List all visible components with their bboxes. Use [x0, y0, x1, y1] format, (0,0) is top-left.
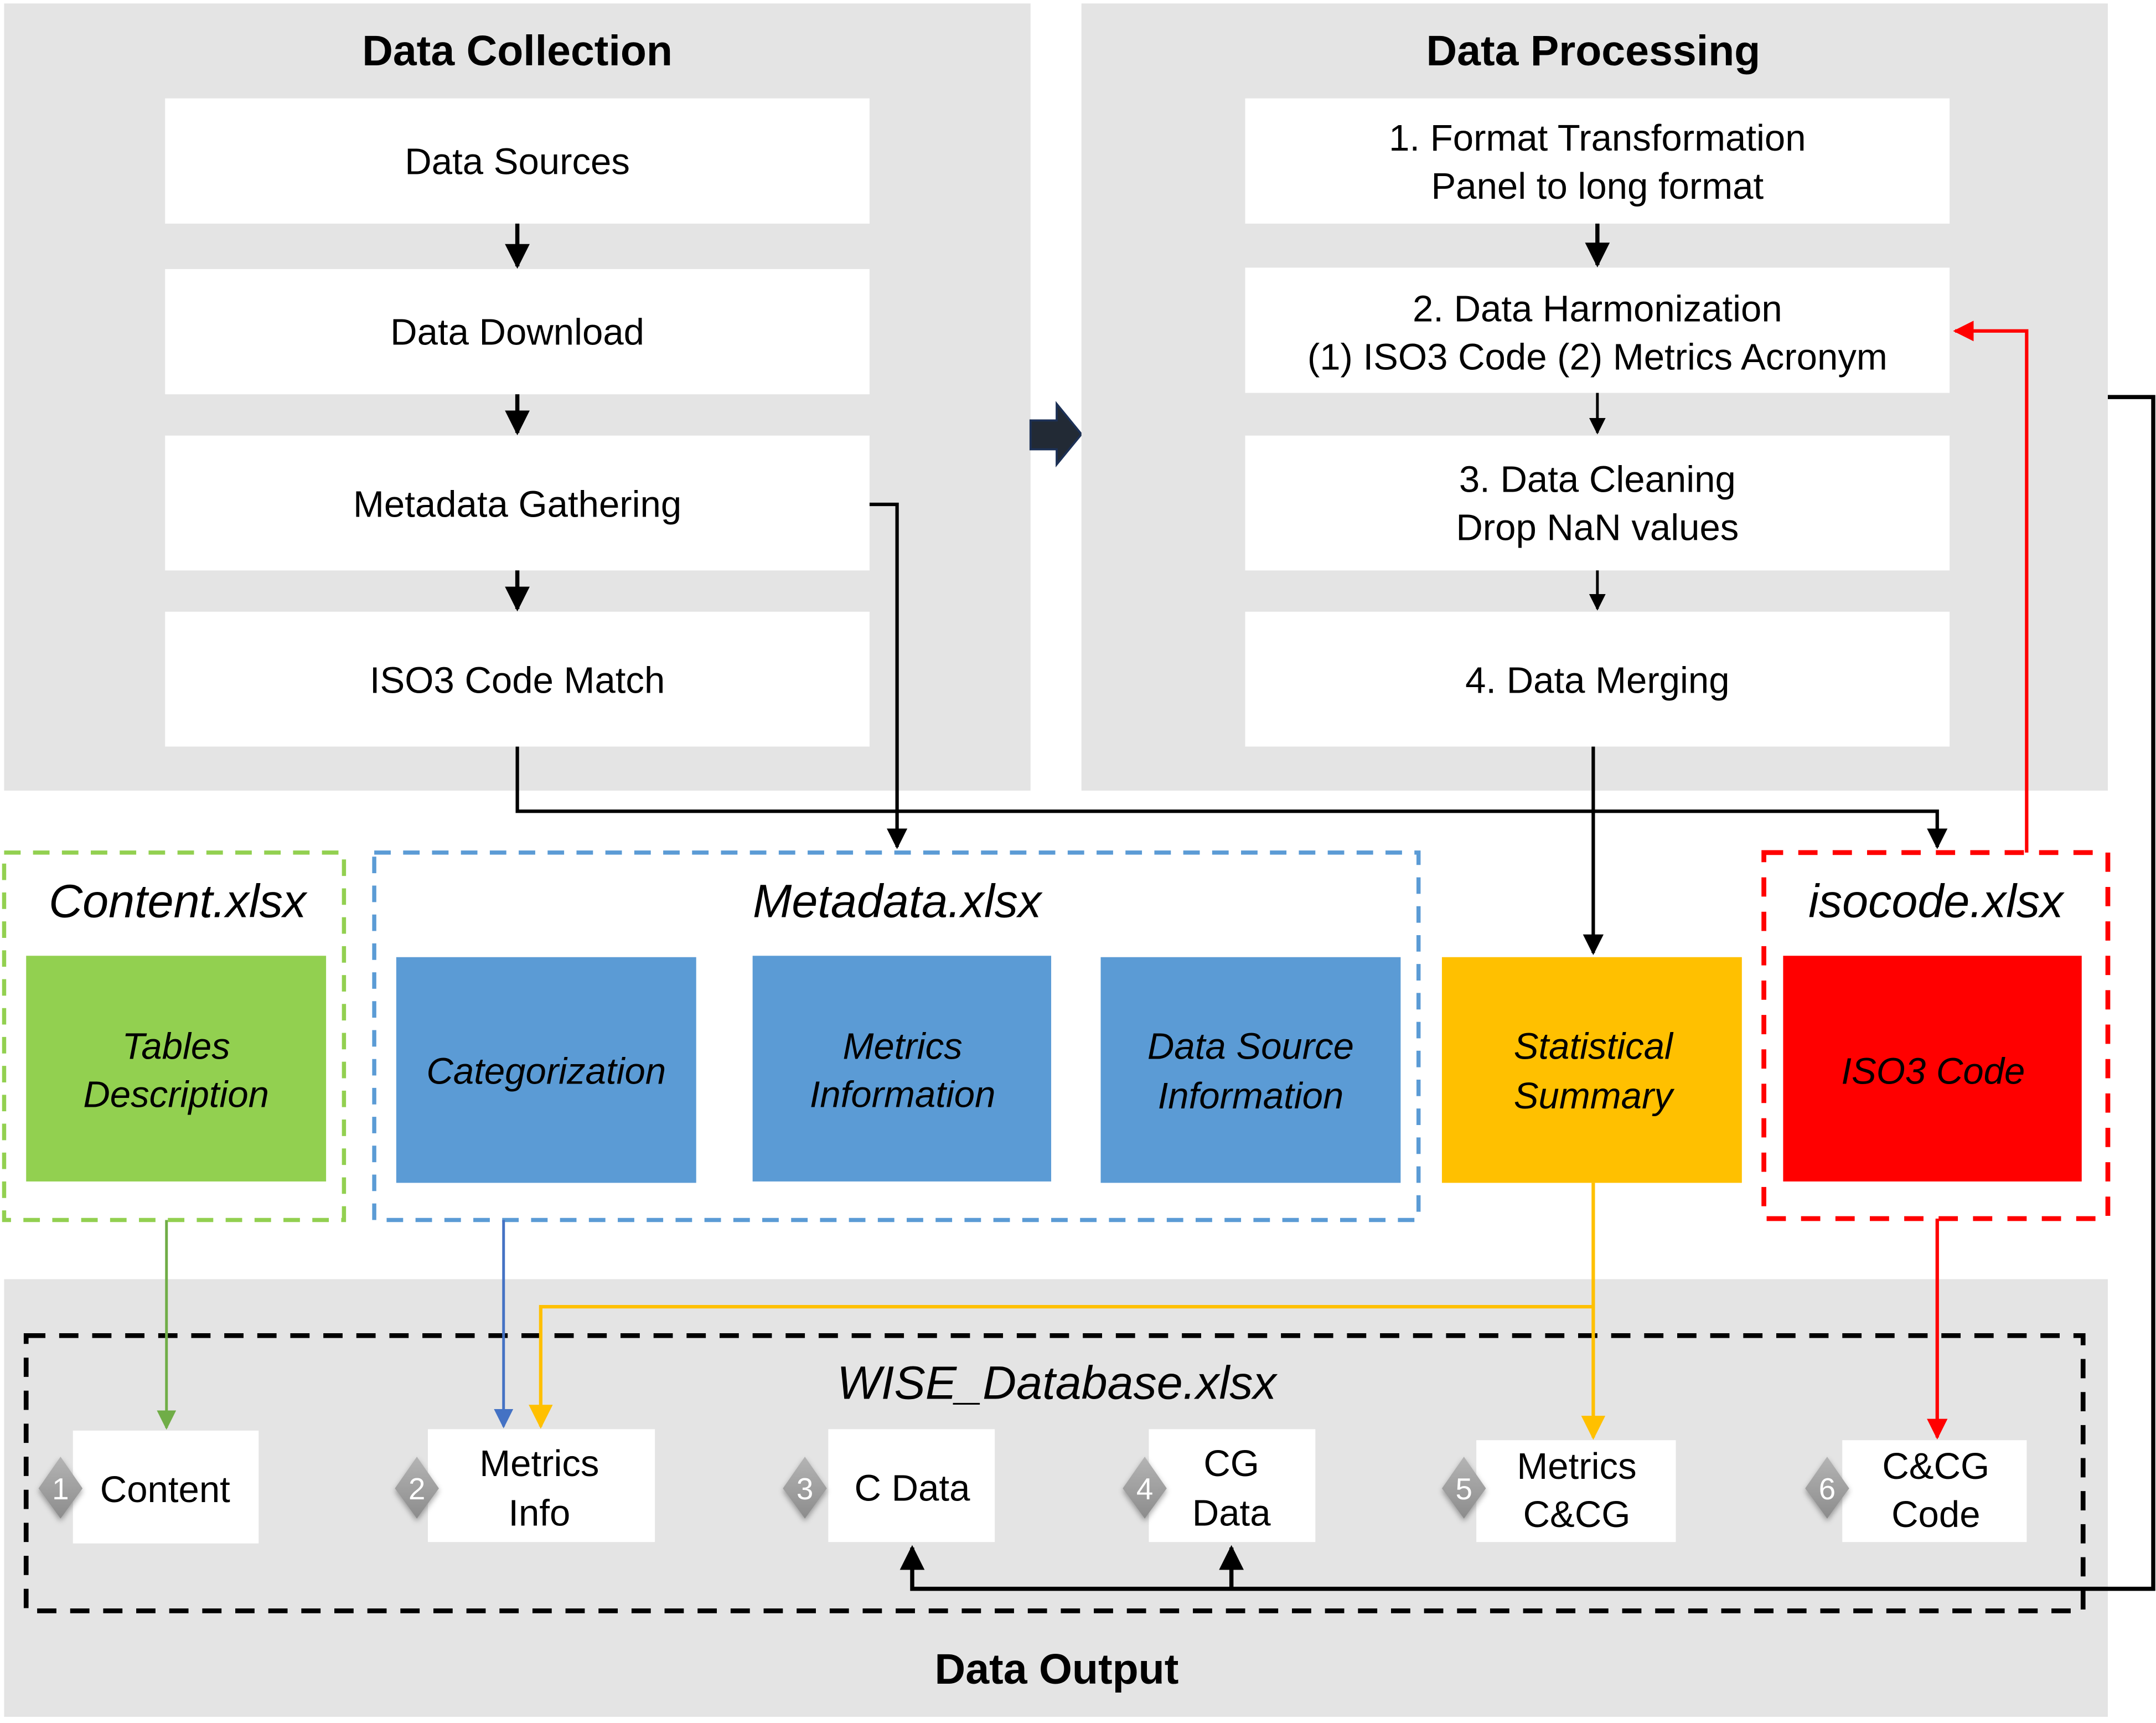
output-sheet-cg-data[interactable]: 4 CG Data — [1123, 1429, 1316, 1543]
step-box-data-cleaning[interactable] — [1245, 435, 1950, 571]
sheet-label: C Data — [855, 1468, 971, 1509]
file-name: Content.xlsx — [49, 875, 308, 927]
step-sublabel: Panel to long format — [1431, 166, 1764, 207]
step-label: ISO3 Code Match — [370, 660, 665, 701]
sheet-statistical-summary[interactable] — [1441, 957, 1742, 1183]
sheet-label: Tables — [122, 1026, 230, 1067]
step-label: Data Sources — [405, 141, 630, 182]
connector-isocode-to-harmonization — [1953, 321, 2029, 853]
badge-number: 5 — [1456, 1472, 1472, 1506]
badge-number: 2 — [409, 1472, 425, 1506]
connector-summary-to-metrics-info — [529, 1183, 1595, 1429]
right-arrow-icon — [1029, 401, 1083, 468]
sheet-label: Info — [508, 1492, 570, 1534]
sheet-box — [1842, 1440, 2027, 1543]
metadata-xlsx-group: Metadata.xlsx Categorization Metrics Inf… — [372, 850, 1421, 1222]
sheet-label: Information — [1158, 1075, 1344, 1117]
badge-number: 6 — [1819, 1472, 1836, 1506]
step-box-metadata-gathering[interactable] — [165, 435, 870, 571]
sheet-label: Statistical — [1514, 1026, 1674, 1067]
isocode-xlsx-group: isocode.xlsx ISO3 Code — [1761, 850, 2111, 1221]
step-box-data-harmonization[interactable] — [1245, 267, 1950, 393]
step-box-format-transformation[interactable] — [1245, 98, 1950, 224]
step-label: Metadata Gathering — [353, 483, 681, 525]
file-name: Metadata.xlsx — [753, 875, 1043, 927]
connector-iso3-match-to-isocode-xlsx — [515, 746, 1948, 849]
step-box-iso3-code-match[interactable] — [165, 611, 870, 747]
badge-number: 4 — [1136, 1472, 1153, 1506]
output-sheet-c-data[interactable]: 3 C Data — [783, 1429, 995, 1543]
data-collection-panel: Data Collection Data Sources Data Downlo… — [4, 3, 1031, 791]
diamond-badge-icon — [1805, 1457, 1849, 1519]
sheet-data-source-information[interactable] — [1100, 957, 1401, 1183]
sheet-label: Data Source — [1147, 1026, 1354, 1067]
file-border — [23, 1333, 2086, 1613]
output-sheet-c-cg-code[interactable]: 6 C&CG Code — [1805, 1440, 2027, 1543]
step-label: Data Download — [390, 312, 644, 353]
wise-database-group: WISE_Database.xlsx 1 Content 2 Metrics I… — [23, 1333, 2086, 1613]
sheet-box — [828, 1429, 995, 1543]
sheet-label: ISO3 Code — [1841, 1050, 2025, 1092]
diamond-badge-icon — [38, 1457, 83, 1519]
sheet-categorization[interactable] — [396, 957, 696, 1183]
output-sheet-content[interactable]: 1 Content — [38, 1430, 259, 1544]
sheet-label: C&CG — [1882, 1446, 1989, 1487]
step-box-data-download[interactable] — [165, 269, 870, 395]
step-label: 4. Data Merging — [1465, 660, 1729, 701]
step-box-data-merging[interactable] — [1245, 611, 1950, 747]
sheet-box — [428, 1429, 655, 1543]
sheet-iso3-code[interactable] — [1783, 956, 2082, 1182]
step-sublabel: Drop NaN values — [1456, 507, 1739, 549]
sheet-label: Summary — [1514, 1075, 1675, 1117]
sheet-label: Information — [810, 1074, 996, 1116]
diamond-badge-icon — [783, 1457, 827, 1519]
sheet-label: Metrics — [1517, 1446, 1636, 1487]
file-name: WISE_Database.xlsx — [837, 1356, 1278, 1409]
connector-processing-to-c-data — [899, 395, 2155, 1591]
step-label: 1. Format Transformation — [1389, 117, 1806, 159]
step-sublabel: (1) ISO3 Code (2) Metrics Acronym — [1307, 336, 1888, 378]
diamond-badge-icon — [1123, 1457, 1167, 1519]
content-xlsx-group: Content.xlsx Tables Description — [2, 850, 347, 1222]
badge-number: 1 — [52, 1472, 69, 1506]
sheet-label: C&CG — [1523, 1494, 1631, 1535]
panel-title: Data Output — [935, 1645, 1179, 1693]
sheet-label: Code — [1891, 1494, 1980, 1535]
file-name: isocode.xlsx — [1808, 875, 2065, 927]
diamond-badge-icon — [395, 1457, 439, 1519]
data-processing-panel: Data Processing 1. Format Transformation… — [1081, 3, 2108, 791]
sheet-label: Content — [100, 1469, 230, 1510]
step-label: 3. Data Cleaning — [1459, 459, 1736, 501]
sheet-label: Categorization — [426, 1050, 666, 1092]
sheet-tables-description[interactable] — [26, 956, 327, 1182]
badge-number: 3 — [797, 1472, 813, 1506]
statistical-summary-group: Statistical Summary — [1441, 957, 1742, 1183]
sheet-label: Metrics — [479, 1443, 599, 1484]
output-sheet-metrics-info[interactable]: 2 Metrics Info — [395, 1429, 655, 1543]
data-output-panel — [4, 1279, 2108, 1717]
sheet-label: Data — [1192, 1492, 1271, 1534]
sheet-box — [1149, 1429, 1316, 1543]
step-box-data-sources[interactable] — [165, 98, 870, 224]
sheet-label: Description — [83, 1074, 269, 1116]
step-label: 2. Data Harmonization — [1413, 288, 1782, 329]
output-sheet-metrics-c-cg[interactable]: 5 Metrics C&CG — [1441, 1440, 1676, 1543]
sheet-box — [1476, 1440, 1676, 1543]
sheet-label: Metrics — [842, 1026, 962, 1067]
sheet-box — [73, 1430, 259, 1544]
sheet-metrics-information[interactable] — [752, 956, 1052, 1182]
panel-title: Data Processing — [1426, 27, 1760, 75]
connector-metadata-gathering-to-metadata-xlsx — [869, 502, 908, 849]
diamond-badge-icon — [1441, 1457, 1486, 1519]
sheet-label: CG — [1203, 1443, 1259, 1484]
panel-title: Data Collection — [362, 27, 673, 75]
